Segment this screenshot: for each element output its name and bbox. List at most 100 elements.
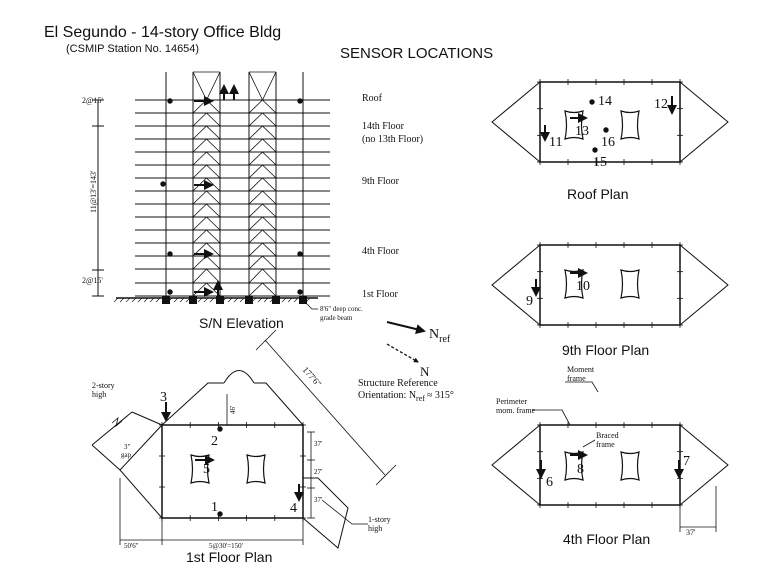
sensor-5: 5	[203, 462, 210, 477]
brace-line	[192, 255, 207, 270]
moment-frame-label-2: frame	[567, 374, 586, 383]
brace-line	[248, 138, 263, 153]
brace-line	[248, 99, 263, 114]
diag-dimension-line	[264, 339, 386, 476]
ground-hatch	[179, 297, 185, 303]
ground-hatch	[263, 297, 269, 303]
first-floor-plan	[91, 329, 397, 549]
brace-line	[192, 138, 207, 153]
roof-core-left	[564, 110, 584, 140]
brace-line	[248, 216, 263, 231]
station-number: (CSMIP Station No. 14654)	[66, 43, 200, 55]
brace-line	[192, 71, 207, 101]
sensor-10: 10	[576, 279, 590, 294]
ground-hatch	[239, 297, 245, 303]
elevation-sensor-dots	[160, 98, 303, 295]
brace-line	[206, 71, 221, 101]
sensor-13: 13	[575, 124, 589, 139]
level-4th: 4th Floor	[362, 246, 400, 257]
sensor-1: 1	[211, 500, 218, 515]
brace-line	[192, 190, 207, 205]
ground-hatch	[131, 297, 137, 303]
dim-37a: 37'	[314, 440, 322, 448]
one-story-block	[302, 477, 349, 549]
brace-line	[248, 151, 263, 166]
grade-beam-label-1: 8'6" deep conc.	[320, 305, 363, 313]
orientation-indicator: Nref N Structure Reference Orientation: …	[358, 321, 454, 403]
brace-line	[192, 282, 207, 297]
one-story-label-1: 1-story	[368, 515, 391, 524]
ground-hatch	[173, 297, 179, 303]
brace-line	[248, 268, 263, 284]
ninth-plan-caption: 9th Floor Plan	[562, 342, 649, 358]
brace-line	[206, 190, 221, 205]
gap-label-2: gap	[121, 451, 132, 459]
ground-hatch	[125, 297, 131, 303]
brace-line	[192, 268, 207, 284]
north-arrow	[386, 343, 419, 363]
ground-hatch	[197, 297, 203, 303]
roof-plan	[491, 79, 729, 165]
brace-line	[206, 255, 221, 270]
brace-line	[206, 164, 221, 179]
brace-line	[262, 255, 277, 270]
elevation-caption: S/N Elevation	[199, 315, 284, 331]
fourth-labels: 6 7 8 Moment frame Perimeter mom. frame …	[496, 365, 696, 537]
dim-27: 27'	[314, 468, 322, 476]
perimeter-leader	[532, 409, 571, 426]
dim-left: 50'6"	[124, 542, 139, 550]
ground-hatch	[137, 297, 143, 303]
nref-arrow	[386, 321, 426, 334]
north-label: N	[420, 364, 430, 379]
brace-line	[248, 242, 263, 257]
brace-line	[206, 138, 221, 153]
brace-line	[262, 151, 277, 166]
ninth-perimeter-frame	[539, 244, 681, 326]
dim-diag: 177'6"	[301, 365, 324, 389]
brace-line	[262, 112, 277, 127]
nref-label: Nref	[429, 327, 451, 345]
footing	[216, 296, 224, 304]
fourth-core-left	[564, 451, 584, 481]
brace-line	[248, 203, 263, 218]
sensor-9: 9	[526, 294, 533, 309]
level-no13: (no 13th Floor)	[362, 134, 423, 145]
ground-hatch	[155, 297, 161, 303]
fourth-floor-plan	[491, 381, 729, 532]
roof-core-right	[620, 110, 640, 140]
brace-line	[262, 216, 277, 231]
moment-frame-leader	[565, 381, 599, 393]
moment-frame-label-1: Moment	[567, 365, 595, 374]
gap-label-1: 3"	[124, 443, 131, 451]
sensor-12: 12	[654, 97, 668, 112]
perimeter-label-2: mom. frame	[496, 406, 536, 415]
brace-line	[262, 71, 277, 101]
brace-line	[206, 203, 221, 218]
sensor-4: 4	[290, 501, 297, 516]
ground-hatch	[281, 297, 287, 303]
brace-line	[262, 177, 277, 192]
level-1st: 1st Floor	[362, 289, 399, 300]
ground-hatch	[113, 297, 119, 303]
brace-line	[262, 164, 277, 179]
brace-line	[262, 282, 277, 297]
first-perimeter-frame	[161, 424, 304, 519]
brace-line	[262, 203, 277, 218]
brace-line	[262, 125, 277, 140]
sensor-2: 2	[211, 434, 218, 449]
braced-leader	[582, 439, 596, 448]
fourth-dim-37: 37'	[686, 528, 696, 537]
brace-line	[192, 151, 207, 166]
brace-line	[248, 71, 263, 101]
ninth-outline	[491, 244, 729, 326]
ground-hatch	[149, 297, 155, 303]
dim-46: 46'	[229, 406, 237, 414]
brace-line	[262, 242, 277, 257]
brace-line	[192, 216, 207, 231]
brace-line	[262, 138, 277, 153]
ninth-core-left	[564, 269, 584, 299]
sensor-16: 16	[601, 135, 615, 150]
footing	[245, 296, 253, 304]
dim-middle: 11@13'=143'	[89, 170, 98, 213]
